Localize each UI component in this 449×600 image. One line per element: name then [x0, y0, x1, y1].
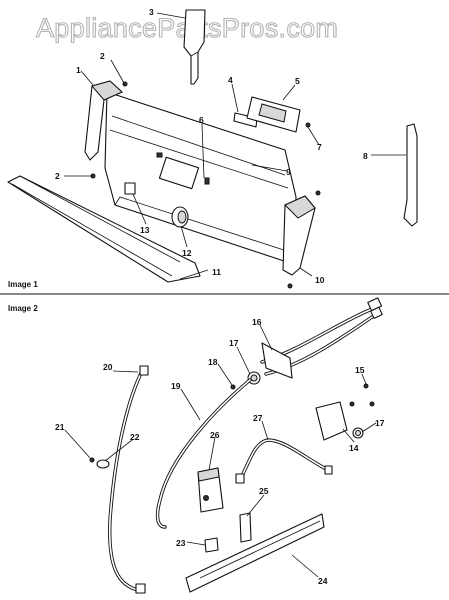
part-11-trim — [7, 175, 201, 283]
part-19-tube — [155, 378, 252, 529]
part-26-switch — [197, 467, 224, 513]
part-3-bracket — [183, 9, 206, 85]
callout-22: 22 — [130, 432, 140, 442]
leaders-image-2 — [64, 324, 377, 578]
part-27-tube — [235, 438, 333, 484]
part-12-knob — [171, 206, 189, 228]
callout-21: 21 — [55, 422, 65, 432]
callout-10: 10 — [315, 275, 325, 285]
callout-9: 9 — [286, 167, 291, 177]
part-25-bracket — [239, 512, 252, 543]
callouts: 1 2 3 4 5 6 7 8 9 10 11 12 13 2 16 15 17… — [55, 7, 385, 586]
part-9-backguard — [104, 91, 297, 265]
section-label-image-2: Image 2 — [8, 304, 38, 313]
callout-12: 12 — [182, 248, 192, 258]
part-8-bracket — [403, 123, 418, 227]
callout-16: 16 — [252, 317, 262, 327]
callout-18: 18 — [208, 357, 218, 367]
part-23-clip — [204, 537, 219, 553]
callout-2: 2 — [100, 51, 105, 61]
callout-26: 26 — [210, 430, 220, 440]
callout-17: 17 — [229, 338, 239, 348]
callout-5: 5 — [295, 76, 300, 86]
callout-4: 4 — [228, 75, 233, 85]
part-10-end-cap — [282, 195, 316, 276]
part-22-clip — [96, 459, 110, 469]
part-16-bracket — [261, 342, 293, 379]
callout-17b: 17 — [375, 418, 385, 428]
part-14-bracket — [315, 401, 348, 441]
callout-3: 3 — [149, 7, 154, 17]
callout-1: 1 — [76, 65, 81, 75]
section-label-image-1: Image 1 — [8, 280, 38, 289]
part-18-screw — [230, 384, 236, 390]
image-1-drawing — [7, 9, 418, 289]
callout-19: 19 — [171, 381, 181, 391]
part-20-wire — [108, 365, 149, 594]
callout-7: 7 — [317, 142, 322, 152]
image-2-drawing — [64, 297, 383, 594]
callout-2b: 2 — [55, 171, 60, 181]
callout-23: 23 — [176, 538, 186, 548]
part-17-bushing-2 — [352, 427, 364, 439]
callout-14: 14 — [349, 443, 359, 453]
callout-27: 27 — [253, 413, 263, 423]
screws-image-1 — [90, 81, 321, 289]
part-15-screws — [349, 383, 375, 407]
callout-25: 25 — [259, 486, 269, 496]
part-5-switch-block — [246, 96, 301, 133]
part-1-end-cap — [84, 80, 123, 161]
part-21-screw — [89, 457, 95, 463]
callout-11: 11 — [212, 267, 221, 277]
leaders-image-1 — [64, 12, 406, 280]
part-13-clip — [124, 182, 136, 195]
callout-13: 13 — [140, 225, 150, 235]
callout-20: 20 — [103, 362, 113, 372]
callout-6: 6 — [199, 115, 204, 125]
part-24-panel — [185, 513, 325, 593]
callout-15: 15 — [355, 365, 365, 375]
callout-8: 8 — [363, 151, 368, 161]
callout-24: 24 — [318, 576, 328, 586]
